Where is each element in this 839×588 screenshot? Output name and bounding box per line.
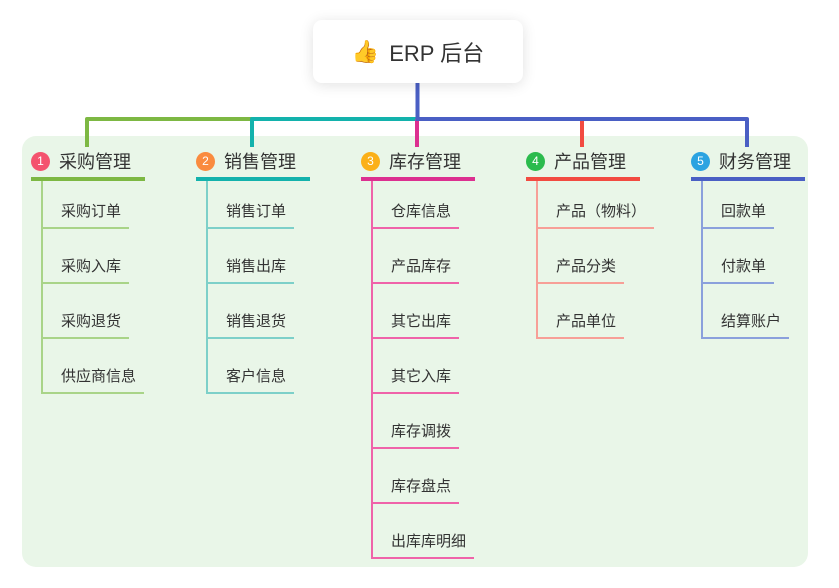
branch-column: 3 库存管理仓库信息产品库存其它出库其它入库库存调拨库存盘点出库库明细 xyxy=(361,140,521,559)
child-node-label[interactable]: 出库库明细 xyxy=(373,530,475,559)
child-row: 产品单位 xyxy=(538,284,686,339)
child-row: 其它出库 xyxy=(373,284,521,339)
child-row: 库存盘点 xyxy=(373,449,521,504)
child-row: 采购订单 xyxy=(43,181,191,229)
child-row: 客户信息 xyxy=(208,339,356,394)
child-row: 产品（物料） xyxy=(538,181,686,229)
child-node-label[interactable]: 销售出库 xyxy=(208,255,295,284)
branch-children: 采购订单采购入库采购退货供应商信息 xyxy=(41,181,191,394)
branch-node[interactable]: 5 财务管理 xyxy=(691,140,805,181)
branch-title-label: 销售管理 xyxy=(224,152,296,172)
branch-title-label: 产品管理 xyxy=(554,152,626,172)
child-node-label[interactable]: 产品分类 xyxy=(538,255,625,284)
branch-column: 1 采购管理采购订单采购入库采购退货供应商信息 xyxy=(31,140,191,394)
branch-number-badge: 1 xyxy=(31,151,50,171)
thumbs-up-icon: 👍 xyxy=(351,38,380,64)
child-row: 仓库信息 xyxy=(373,181,521,229)
child-node-label[interactable]: 回款单 xyxy=(703,200,775,229)
child-node-label[interactable]: 采购入库 xyxy=(43,255,130,284)
child-row: 采购退货 xyxy=(43,284,191,339)
branch-node[interactable]: 4 产品管理 xyxy=(526,140,640,181)
branch-column: 2 销售管理销售订单销售出库销售退货客户信息 xyxy=(196,140,356,394)
child-node-label[interactable]: 销售订单 xyxy=(208,200,295,229)
child-row: 产品分类 xyxy=(538,229,686,284)
branch-title-label: 采购管理 xyxy=(59,152,131,172)
child-node-label[interactable]: 采购退货 xyxy=(43,310,130,339)
branch-number-badge: 3 xyxy=(361,151,380,171)
branch-node[interactable]: 1 采购管理 xyxy=(31,140,145,181)
child-row: 采购入库 xyxy=(43,229,191,284)
branch-children: 销售订单销售出库销售退货客户信息 xyxy=(206,181,356,394)
child-node-label[interactable]: 其它入库 xyxy=(373,365,460,394)
branches-panel xyxy=(22,136,808,567)
root-node-label: ERP 后台 xyxy=(389,40,485,66)
child-node-label[interactable]: 库存盘点 xyxy=(373,475,460,504)
child-node-label[interactable]: 供应商信息 xyxy=(43,365,145,394)
child-row: 付款单 xyxy=(703,229,839,284)
branch-node[interactable]: 3 库存管理 xyxy=(361,140,475,181)
branch-children: 产品（物料） 产品分类产品单位 xyxy=(536,181,686,339)
child-node-label[interactable]: 产品（物料） xyxy=(538,200,655,229)
child-node-label[interactable]: 销售退货 xyxy=(208,310,295,339)
child-node-label[interactable]: 产品库存 xyxy=(373,255,460,284)
child-node-label[interactable]: 仓库信息 xyxy=(373,200,460,229)
branch-children: 仓库信息产品库存其它出库其它入库库存调拨库存盘点出库库明细 xyxy=(371,181,521,559)
child-row: 库存调拨 xyxy=(373,394,521,449)
child-node-label[interactable]: 采购订单 xyxy=(43,200,130,229)
child-row: 产品库存 xyxy=(373,229,521,284)
child-node-label[interactable]: 客户信息 xyxy=(208,365,295,394)
child-row: 结算账户 xyxy=(703,284,839,339)
child-node-label[interactable]: 库存调拨 xyxy=(373,420,460,449)
branch-number-badge: 4 xyxy=(526,151,545,171)
child-row: 销售退货 xyxy=(208,284,356,339)
branch-title-label: 库存管理 xyxy=(389,152,461,172)
child-row: 出库库明细 xyxy=(373,504,521,559)
child-node-label[interactable]: 其它出库 xyxy=(373,310,460,339)
branch-column: 4 产品管理产品（物料） 产品分类产品单位 xyxy=(526,140,686,339)
child-row: 其它入库 xyxy=(373,339,521,394)
child-row: 供应商信息 xyxy=(43,339,191,394)
branch-children: 回款单付款单结算账户 xyxy=(701,181,839,339)
child-row: 销售出库 xyxy=(208,229,356,284)
child-row: 回款单 xyxy=(703,181,839,229)
branch-title-label: 财务管理 xyxy=(719,152,791,172)
child-row: 销售订单 xyxy=(208,181,356,229)
child-node-label[interactable]: 产品单位 xyxy=(538,310,625,339)
child-node-label[interactable]: 付款单 xyxy=(703,255,775,284)
root-node[interactable]: 👍 ERP 后台 xyxy=(313,20,523,83)
branch-number-badge: 5 xyxy=(691,151,710,171)
branch-number-badge: 2 xyxy=(196,151,215,171)
branch-column: 5 财务管理回款单付款单结算账户 xyxy=(691,140,839,339)
branch-node[interactable]: 2 销售管理 xyxy=(196,140,310,181)
child-node-label[interactable]: 结算账户 xyxy=(703,310,790,339)
